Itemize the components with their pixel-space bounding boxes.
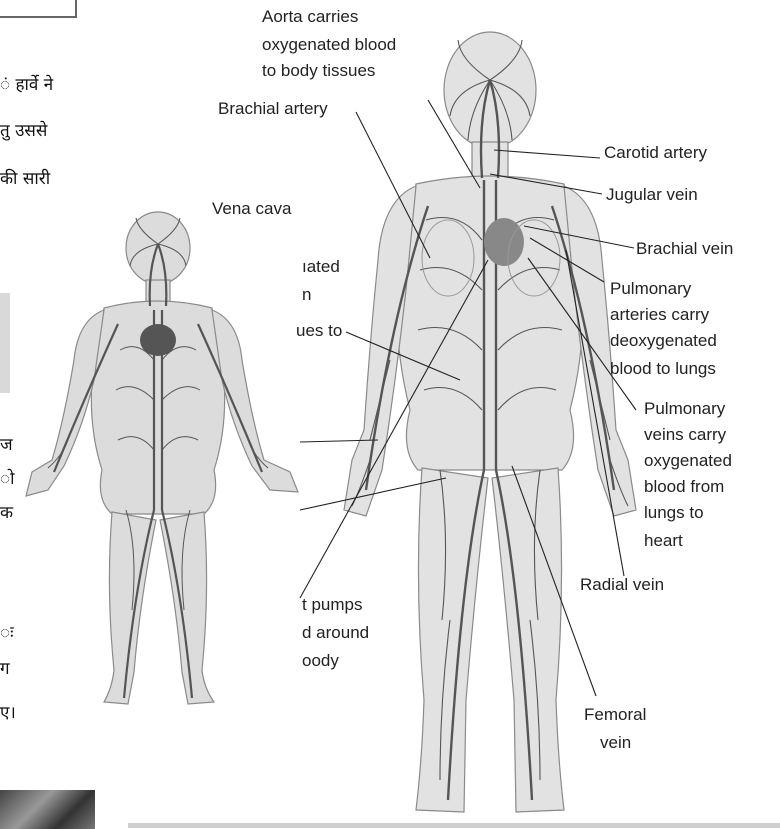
label-heart-pumps-2: d around xyxy=(302,622,369,644)
label-pulmonary-arteries-1: Pulmonary xyxy=(610,278,691,300)
label-femoral-vein-1: Femoral xyxy=(584,704,646,726)
label-partial-3: ues to xyxy=(296,320,342,342)
label-vena-cava: Vena cava xyxy=(212,198,291,220)
label-carotid-artery: Carotid artery xyxy=(604,142,707,164)
label-pulmonary-arteries-3: deoxygenated xyxy=(610,330,717,352)
label-pulmonary-arteries-2: arteries carry xyxy=(610,304,709,326)
label-pulmonary-veins-1: Pulmonary xyxy=(644,398,725,420)
label-brachial-artery: Brachial artery xyxy=(218,98,328,120)
label-jugular-vein: Jugular vein xyxy=(606,184,698,206)
label-aorta-line1: Aorta carries xyxy=(262,6,358,28)
label-heart-pumps-1: t pumps xyxy=(302,594,362,616)
label-pulmonary-veins-4: blood from xyxy=(644,476,724,498)
label-aorta-line2: oxygenated blood xyxy=(262,34,396,56)
label-heart-pumps-3: oody xyxy=(302,650,339,672)
label-brachial-vein: Brachial vein xyxy=(636,238,733,260)
label-pulmonary-arteries-4: blood to lungs xyxy=(610,358,716,380)
label-partial-2: n xyxy=(302,284,311,306)
label-partial-1: ıated xyxy=(302,256,340,278)
label-aorta-line3: to body tissues xyxy=(262,60,375,82)
label-pulmonary-veins-6: heart xyxy=(644,530,683,552)
label-pulmonary-veins-2: veins carry xyxy=(644,424,726,446)
label-femoral-vein-2: vein xyxy=(600,732,631,754)
label-pulmonary-veins-5: lungs to xyxy=(644,502,704,524)
label-pulmonary-veins-3: oxygenated xyxy=(644,450,732,472)
label-radial-vein: Radial vein xyxy=(580,574,664,596)
